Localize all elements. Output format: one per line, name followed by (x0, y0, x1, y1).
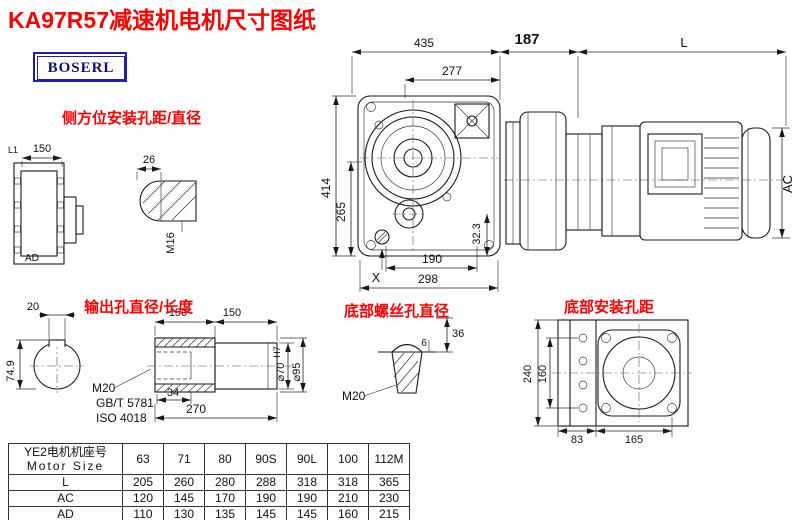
bottom-mount-label: 底部安装孔距 (564, 299, 655, 316)
dim-motor-diameter: AC (780, 175, 795, 193)
page-title: KA97R57减速机电机尺寸图纸 (8, 7, 316, 33)
table-cell: 145 (286, 506, 328, 520)
output-shaft-view: 20 74.9 150 150 (5, 301, 307, 425)
dim-thread-depth: 34 (167, 387, 179, 399)
fan-cover (741, 127, 771, 239)
label-screw-thread: M20 (342, 389, 366, 403)
label-iso-standard: ISO 4018 (96, 411, 147, 425)
dim-center-height: 265 (334, 202, 348, 222)
dim-overall-width: 435 (414, 36, 434, 50)
dim-hub-dia: ⌀95 (291, 363, 303, 382)
dim-hole-spacing-v: 160 (537, 365, 549, 383)
dim-overall-height: 414 (319, 178, 333, 198)
table-col-80: 80 (204, 443, 246, 475)
table-col-112m: 112M (368, 443, 410, 475)
table-cell: 135 (204, 506, 246, 520)
dim-bore-tolerance: H7 (272, 346, 282, 358)
table-cell: 145 (163, 490, 205, 507)
label-gb-standard: GB/T 5781 (96, 396, 154, 410)
dim-total-length: 270 (186, 402, 206, 416)
dim-hole-spacing-a: 83 (571, 434, 583, 446)
breather-plug (454, 103, 490, 139)
brand-logo: BOSERL (33, 52, 127, 82)
table-col-63: 63 (122, 443, 164, 475)
row-label-ac: AC (8, 490, 123, 507)
dim-screw-height: 36 (452, 328, 464, 340)
table-cell: 160 (327, 506, 369, 520)
table-col-90s: 90S (245, 443, 287, 475)
table-cell: 190 (286, 490, 328, 507)
x-marker: X (372, 270, 381, 285)
dim-hub-length: 150 (169, 307, 187, 319)
label-tap-thread: M20 (92, 381, 116, 395)
terminal-box (647, 133, 703, 195)
side-mount-label: 侧方位安装孔距/直径 (62, 110, 202, 127)
table-cell: 210 (327, 490, 369, 507)
table-cell: 170 (204, 490, 246, 507)
brand-logo-text: BOSERL (37, 56, 125, 80)
table-cell: 280 (204, 474, 246, 491)
cooling-fins (704, 137, 739, 229)
table-row-l: L 205 260 280 288 318 318 365 (8, 474, 410, 491)
dim-foot-span: 190 (422, 252, 442, 266)
table-header-en: Motor Size (26, 459, 105, 473)
table-cell: 230 (368, 490, 410, 507)
dim-hole-spacing-b: 165 (625, 434, 643, 446)
table-cell: 205 (122, 474, 164, 491)
dim-l1: L1 (8, 145, 18, 155)
dim-motor-length: L (680, 35, 687, 50)
table-header-row: YE2电机机座号 Motor Size 63 71 80 90S 90L 100… (8, 443, 410, 475)
table-cell: 318 (286, 474, 328, 491)
dim-foot-offset: 32.3 (471, 223, 483, 244)
dim-shaft-length-seg: 150 (223, 307, 241, 319)
table-cell: 190 (245, 490, 287, 507)
dim-adapter-length: 187 (514, 31, 539, 48)
table-cell: 288 (245, 474, 287, 491)
table-row-ac: AC 120 145 170 190 190 210 230 (8, 490, 410, 507)
table-row-ad: AD 110 130 135 145 145 160 215 (8, 506, 410, 520)
dim-base-height: 240 (522, 365, 534, 383)
label-stub-thread: M16 (165, 232, 177, 253)
bottom-screw-label: 底部螺丝孔直径 (344, 303, 450, 320)
bottom-mount-view: 240 160 83 165 (522, 319, 692, 446)
row-label-l: L (8, 474, 123, 491)
table-cell: 145 (245, 506, 287, 520)
shaft-stub-view: 26 M16 (136, 154, 197, 254)
table-cell: 318 (327, 474, 369, 491)
table-col-71: 71 (163, 443, 205, 475)
table-cell: 120 (122, 490, 164, 507)
front-view: X 435 187 L 277 414 (319, 31, 787, 292)
table-col-90l: 90L (286, 443, 328, 475)
dim-key-depth: 74.9 (5, 360, 17, 381)
row-label-ad: AD (8, 506, 123, 520)
table-cell: 260 (163, 474, 205, 491)
foundation-screw-view: 6 36 M20 (342, 317, 464, 403)
side-flange-view: L1 150 AD (8, 143, 84, 265)
table-cell: 365 (368, 474, 410, 491)
table-col-100: 100 (327, 443, 369, 475)
anchor-bolt (374, 229, 390, 245)
table-cell: 130 (163, 506, 205, 520)
table-header-cn: YE2电机机座号 (24, 445, 107, 459)
table-header-motor-size: YE2电机机座号 Motor Size (8, 443, 123, 475)
dim-key-width: 20 (27, 301, 39, 313)
side-view: AC (504, 111, 795, 251)
dim-upper-width: 277 (442, 64, 462, 78)
dim-stub-width: 26 (143, 154, 155, 166)
dim-ad: AD (25, 253, 39, 264)
dim-bore-dia: ⌀70 (275, 363, 287, 382)
table-cell: 215 (368, 506, 410, 520)
dim-side-spacing: 150 (33, 143, 51, 155)
motor-size-table: YE2电机机座号 Motor Size 63 71 80 90S 90L 100… (8, 443, 410, 520)
table-cell: 110 (122, 506, 164, 520)
dim-base-width: 298 (418, 272, 438, 286)
output-label: 输出孔直径/长度 (84, 299, 194, 316)
dim-screw-small: 6 (421, 338, 427, 349)
